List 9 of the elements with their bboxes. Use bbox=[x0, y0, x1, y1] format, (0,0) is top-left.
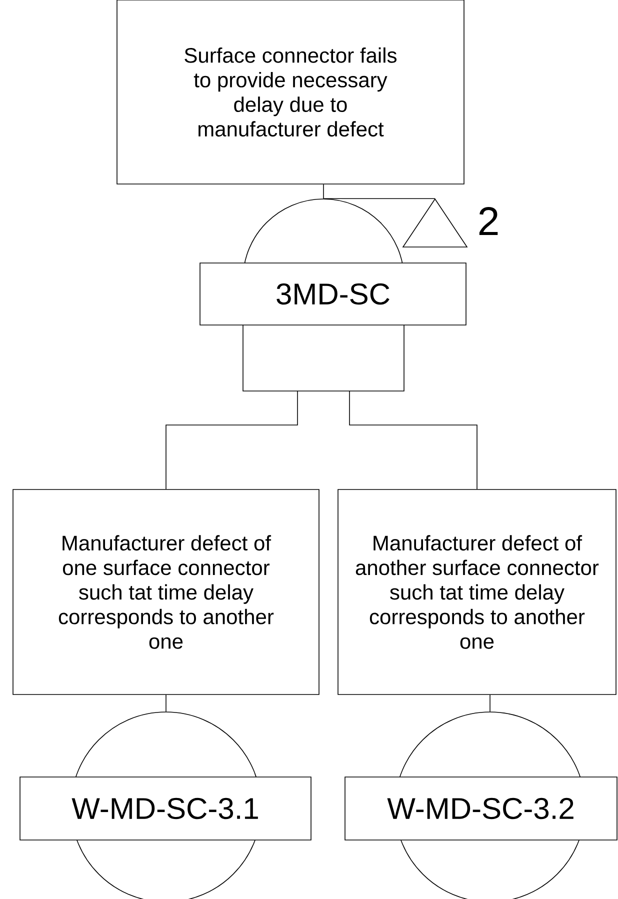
event-box: Surface connector fails to provide necessary delay due to manufacturer defect bbox=[116, 0, 464, 184]
transfer-number: 2 bbox=[479, 207, 498, 235]
event-box: Manufacturer defect of another surface connector such tat time delay corresponds to another one bbox=[338, 489, 616, 695]
event-box: Manufacturer defect of one surface connector such tat time delay corresponds to another one bbox=[12, 489, 320, 695]
connector-line bbox=[166, 390, 298, 490]
connector-line bbox=[323, 198, 436, 199]
gate-label-box: 3MD-SC bbox=[200, 262, 466, 326]
connector-line bbox=[323, 184, 324, 199]
connector-line bbox=[349, 390, 478, 490]
